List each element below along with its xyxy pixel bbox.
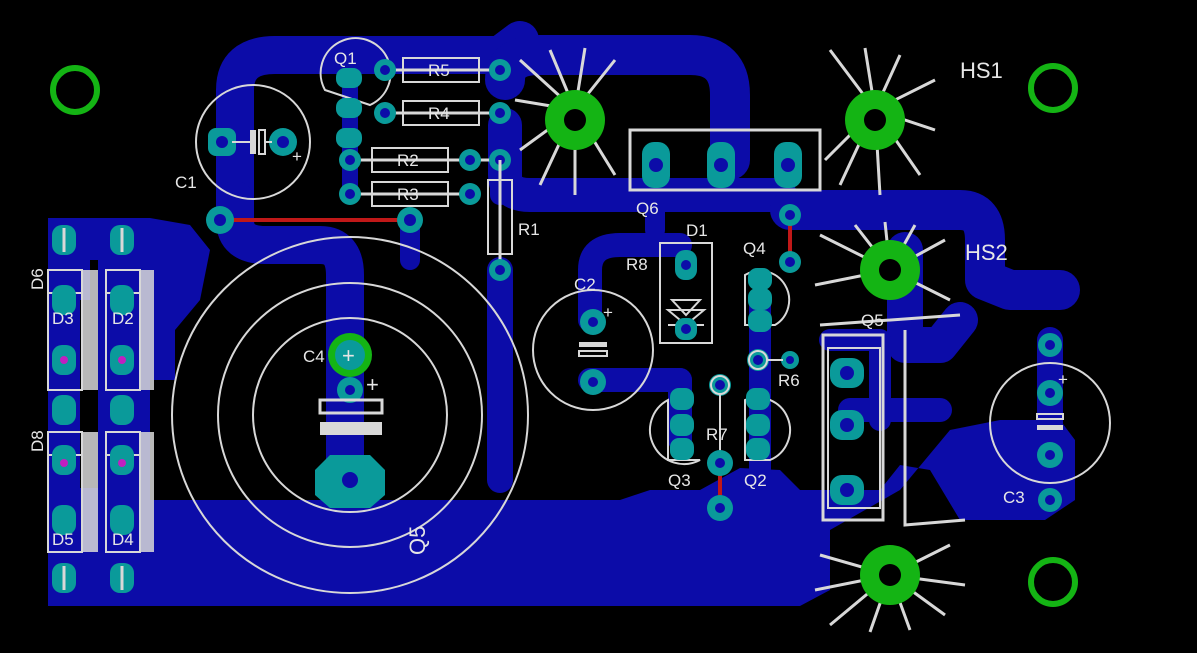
resistor-r5: R5	[374, 57, 511, 83]
capacitor-c3: + C3	[989, 333, 1111, 512]
d6-label: D6	[28, 268, 47, 290]
c4-plus-mark-1: +	[342, 343, 355, 368]
c3-plus-mark: +	[1058, 370, 1068, 389]
q5-top-label: Q5	[861, 311, 884, 330]
heatsink-hs1: HS1	[514, 47, 1003, 196]
d3-label: D3	[52, 309, 74, 328]
c1-plus-mark: +	[292, 147, 302, 166]
r2-label: R2	[397, 151, 419, 170]
transistor-q1: Q1	[319, 37, 392, 148]
q4-label: Q4	[743, 239, 766, 258]
mount-hole-bottom-right	[1028, 557, 1078, 607]
capacitor-c4: + + C4 Q5	[171, 236, 529, 594]
d4-label: D4	[112, 530, 134, 549]
resistor-r3: R3	[339, 181, 481, 233]
q3-label: Q3	[668, 471, 691, 490]
hs1-label: HS1	[960, 58, 1003, 83]
c1-label: C1	[175, 173, 197, 192]
d2-label: D2	[112, 309, 134, 328]
hs2-label: HS2	[965, 240, 1008, 265]
transistor-q4: Q4	[743, 239, 791, 332]
transistor-q6: Q6	[636, 142, 802, 273]
transistor-q3: Q3	[649, 388, 701, 490]
bridge-diodes: D6 D3 D2 D8 D5 D4	[28, 225, 154, 593]
diode-d1: D1 R8	[626, 221, 713, 344]
resistor-r1: R1	[487, 160, 540, 281]
resistor-r4: R4	[374, 100, 511, 126]
r3-label: R3	[397, 185, 419, 204]
d8-label: D8	[28, 430, 47, 452]
r8-label: R8	[626, 255, 648, 274]
r5-label: R5	[428, 61, 450, 80]
resistor-r6: R6	[747, 349, 800, 390]
capacitor-c2: + C2	[532, 275, 654, 411]
mount-holes	[50, 63, 1078, 607]
r4-label: R4	[428, 104, 450, 123]
mount-hole-top-left	[50, 65, 100, 115]
c3-label: C3	[1003, 488, 1025, 507]
c4-plus-mark-2: +	[366, 372, 379, 397]
q2-label: Q2	[744, 471, 767, 490]
r7-label: R7	[706, 425, 728, 444]
c2-label: C2	[574, 275, 596, 294]
c2-plus-mark: +	[603, 303, 613, 322]
q6-label: Q6	[636, 199, 659, 218]
heatsink-hs2: HS2	[814, 221, 1008, 633]
resistor-r7: R7	[706, 374, 733, 521]
c4-label: C4	[303, 347, 325, 366]
d1-label: D1	[686, 221, 708, 240]
transistor-q5: Q5	[827, 311, 884, 509]
capacitor-c1: + C1	[175, 84, 311, 234]
r1-label: R1	[518, 220, 540, 239]
transistor-q2: Q2	[744, 388, 791, 490]
r6-label: R6	[778, 371, 800, 390]
d5-label: D5	[52, 530, 74, 549]
q5-big-label: Q5	[405, 526, 430, 555]
mount-hole-top-right	[1028, 63, 1078, 113]
q1-label: Q1	[334, 49, 357, 68]
